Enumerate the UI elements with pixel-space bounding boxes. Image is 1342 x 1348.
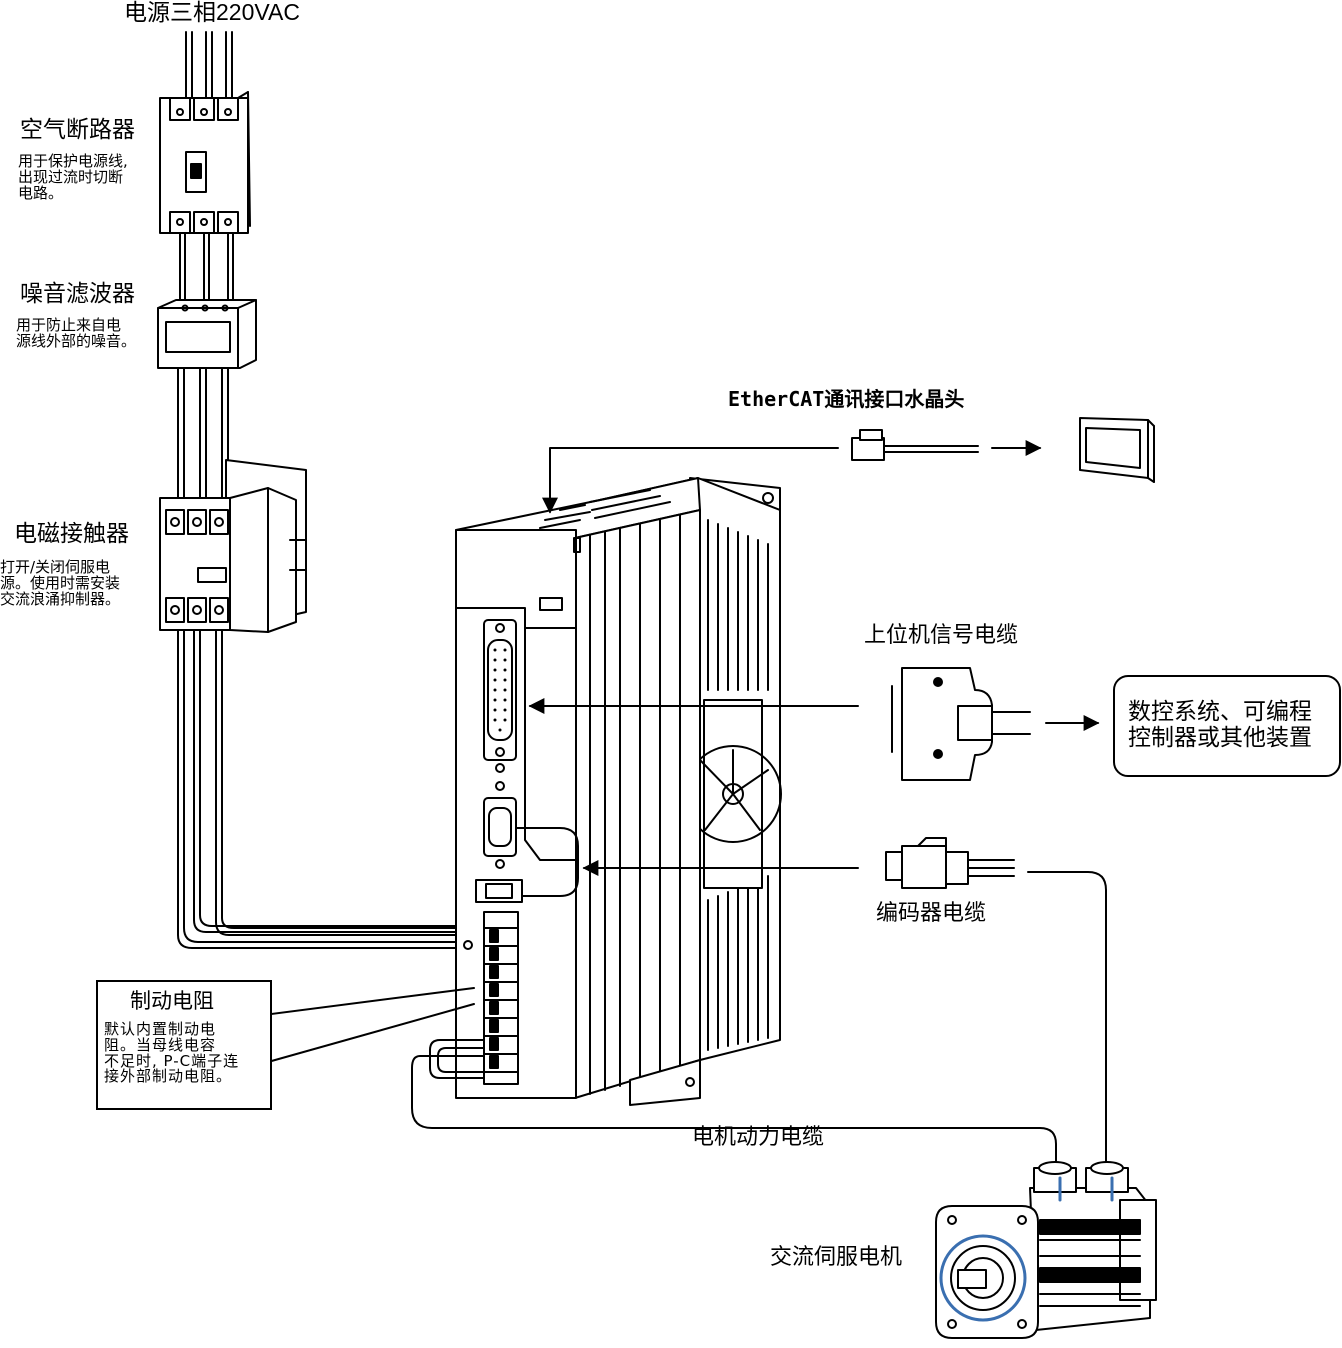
motor-power-cable-label: 电机动力电缆 <box>692 1125 825 1150</box>
brake-resistor-box: 制动电阻 默认内置制动电 阻。当母线电容 不足时, P-C端子连 接外部制动电阻… <box>96 980 272 1110</box>
controller-box-line2: 控制器或其他装置 <box>1128 725 1312 751</box>
noise-filter-desc: 用于防止来自电 源线外部的噪音。 <box>16 316 137 350</box>
breaker-title: 空气断路器 <box>20 117 135 143</box>
heatsink-fins <box>707 519 769 1051</box>
controller-box-outline <box>1113 675 1341 777</box>
comm-port <box>475 879 523 903</box>
motor-power-cable <box>411 1039 1057 1169</box>
circuit-breaker <box>159 91 251 234</box>
wires-filter-to-contactor <box>177 367 229 501</box>
brake-resistor-title: 制动电阻 <box>130 989 214 1013</box>
host-signal-connector <box>483 619 517 761</box>
terminal-block <box>463 911 519 1085</box>
hmi-panel <box>1079 417 1155 483</box>
encoder-cable-loop <box>515 827 579 897</box>
top-vents <box>539 489 671 529</box>
brake-resistor-desc: 默认内置制动电 阻。当母线电容 不足时, P-C端子连 接外部制动电阻。 <box>104 1020 240 1086</box>
ethercat-label: EtherCAT通讯接口水晶头 <box>728 387 965 411</box>
servo-motor <box>935 1161 1157 1339</box>
encoder-cable-label: 编码器电缆 <box>876 901 987 926</box>
contactor-title: 电磁接触器 <box>14 521 129 547</box>
cooling-fan <box>684 699 782 889</box>
controller-box-line1: 数控系统、可编程 <box>1128 699 1312 725</box>
magnetic-contactor <box>159 459 307 633</box>
host-signal-cable <box>528 667 1100 781</box>
host-cable-label: 上位机信号电缆 <box>864 623 1019 648</box>
wires-breaker-to-filter <box>179 232 234 301</box>
brake-resistor-leaders <box>239 987 475 1063</box>
contactor-desc: 打开/关闭伺服电 源。使用时需安装 交流浪涌抑制器。 <box>0 558 121 608</box>
noise-filter <box>157 299 257 369</box>
noise-filter-title: 噪音滤波器 <box>20 281 135 307</box>
breaker-desc: 用于保护电源线, 出现过流时切断 电路。 <box>18 152 128 202</box>
wires-contactor-to-drive <box>177 629 456 949</box>
servo-drive <box>455 477 782 1106</box>
ethercat-link <box>542 417 1155 514</box>
encoder-cable <box>582 837 1107 1171</box>
servo-motor-label: 交流伺服电机 <box>770 1245 903 1270</box>
power-source-label: 电源三相220VAC <box>124 0 300 25</box>
